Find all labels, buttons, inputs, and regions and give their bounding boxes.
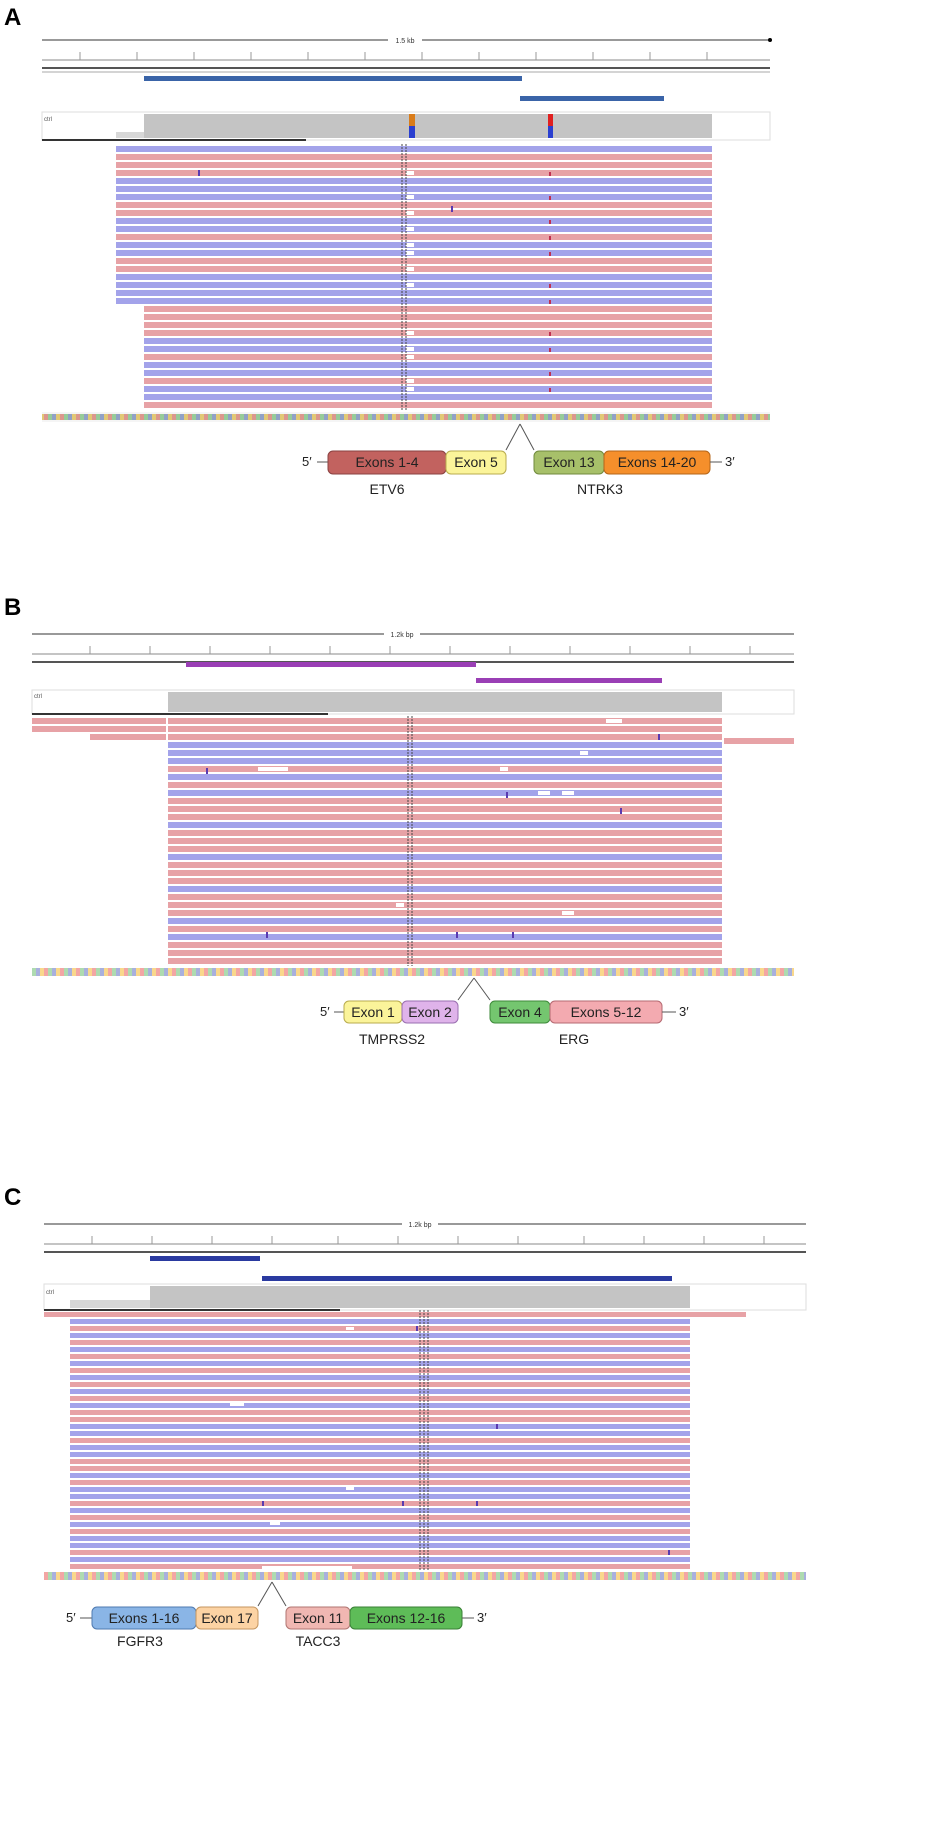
reference-sequence <box>44 1572 806 1580</box>
igv-track-view: 1.2k bp ctrl <box>43 1219 807 1649</box>
fusion-diagram: 5′ Exon 1 Exon 2 Exon 4 Exons 5-12 3′ TM… <box>320 977 689 1047</box>
breakpoint-line <box>257 1581 273 1607</box>
gene-name-label: ERG <box>559 1031 589 1047</box>
exon-block <box>401 1000 459 1024</box>
exon-label: Exon 4 <box>498 1004 542 1020</box>
feature-bar <box>520 96 664 101</box>
exon-label: Exons 5-12 <box>571 1004 642 1020</box>
five-prime-label: 5′ <box>302 454 312 469</box>
ruler: 1.2k bp <box>32 629 794 663</box>
panel-b: B 1.2k bp ctrl <box>0 590 947 1090</box>
exon-block <box>445 450 507 475</box>
exon-label: Exon 5 <box>454 454 498 470</box>
ruler-label: 1.2k bp <box>391 632 414 639</box>
three-prime-label: 3′ <box>679 1004 689 1019</box>
fusion-diagram: 5′ Exons 1-16 Exon 17 Exon 11 Exons 12-1… <box>66 1581 487 1649</box>
reference-sequence <box>32 968 794 976</box>
reads <box>32 716 794 966</box>
ruler-ticks <box>79 52 708 60</box>
exon-label: Exon 11 <box>293 1610 344 1626</box>
mismatch-marks <box>262 1326 670 1555</box>
track-label: ctrl <box>46 1290 54 1296</box>
exon-label: Exon 1 <box>351 1004 395 1020</box>
three-prime-label: 3′ <box>725 454 735 469</box>
coverage-track: ctrl <box>41 111 771 141</box>
exon-label: Exons 1-16 <box>109 1610 180 1626</box>
panel-letter: A <box>4 4 22 31</box>
breakpoint-line <box>473 977 491 1001</box>
exon-block <box>195 1606 259 1630</box>
coverage-track: ctrl <box>43 1283 807 1311</box>
panel-letter: B <box>4 594 22 621</box>
ruler-ticks <box>91 1236 765 1244</box>
gene-name-label: TACC3 <box>296 1633 341 1649</box>
five-prime-label: 5′ <box>66 1610 76 1625</box>
ruler: 1.2k bp <box>44 1219 806 1253</box>
breakpoint-line <box>505 423 521 451</box>
feature-bar <box>476 678 662 683</box>
mismatch-marks <box>198 170 551 392</box>
exon-label: Exon 13 <box>543 454 595 470</box>
exon-label: Exon 2 <box>408 1004 452 1020</box>
coverage-track: ctrl <box>31 689 795 715</box>
panel-c: C 1.2k bp ctrl <box>0 1180 947 1831</box>
ruler-label: 1.2k bp <box>409 1222 432 1229</box>
igv-track-view: 1.5 kb ctrl <box>41 35 772 497</box>
soft-clip-marks <box>406 171 414 391</box>
ruler-ticks <box>89 646 751 654</box>
soft-clip-marks <box>230 1327 354 1569</box>
exon-label: Exons 12-16 <box>367 1610 446 1626</box>
reads <box>44 1310 746 1570</box>
reference-sequence-bases <box>42 414 770 420</box>
feature-bar <box>262 1276 672 1281</box>
panel-a: A 1.5 kb ctrl <box>0 0 947 560</box>
igv-track-view: 1.2k bp ctrl <box>31 629 795 1047</box>
gene-name-label: ETV6 <box>369 481 404 497</box>
breakpoint-line <box>457 977 475 1001</box>
fusion-diagram: 5′ Exons 1-4 Exon 5 Exon 13 Exons 14-20 … <box>302 423 735 497</box>
feature-bar <box>150 1256 260 1261</box>
track-label: ctrl <box>34 694 42 700</box>
gene-name-label: FGFR3 <box>117 1633 163 1649</box>
three-prime-label: 3′ <box>477 1610 487 1625</box>
mismatch-marks <box>206 734 660 938</box>
reads <box>116 144 712 410</box>
exon-label: Exons 1-4 <box>355 454 418 470</box>
breakpoint-line <box>519 423 535 451</box>
exon-label: Exons 14-20 <box>618 454 697 470</box>
track-label: ctrl <box>44 117 52 123</box>
feature-bar <box>144 76 522 81</box>
ruler: 1.5 kb <box>42 35 772 73</box>
five-prime-label: 5′ <box>320 1004 330 1019</box>
soft-clip-marks <box>258 719 622 915</box>
exon-label: Exon 17 <box>201 1610 253 1626</box>
gene-name-label: NTRK3 <box>577 481 623 497</box>
ruler-label: 1.5 kb <box>395 38 414 45</box>
panel-letter: C <box>4 1184 22 1211</box>
gene-name-label: TMPRSS2 <box>359 1031 425 1047</box>
read-group <box>116 146 712 408</box>
breakpoint-line <box>271 1581 287 1607</box>
feature-bar <box>186 662 476 667</box>
